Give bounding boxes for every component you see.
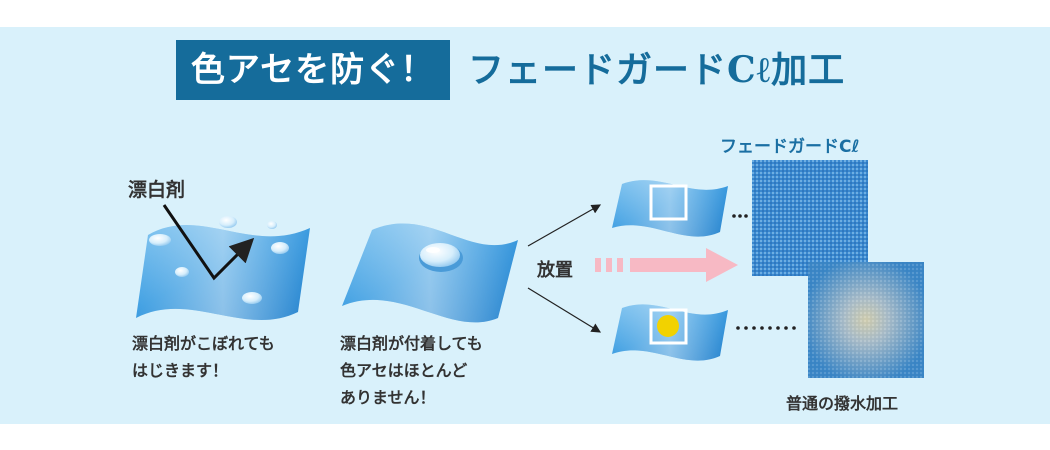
label-normal-water-repellent: 普通の撥水加工 bbox=[786, 394, 899, 413]
caption-mid-line3: ありません！ bbox=[340, 388, 436, 407]
label-leave: 放置 bbox=[537, 260, 573, 281]
cloth-fadeguard-small bbox=[612, 180, 728, 237]
branch-arrow-down bbox=[527, 287, 602, 333]
caption-mid-line1: 漂白剤が付着しても bbox=[340, 334, 483, 353]
label-fadeguard: フェードガードCℓ bbox=[720, 137, 860, 157]
caption-left-line2: はじきます！ bbox=[132, 361, 229, 380]
label-bleach: 漂白剤 bbox=[128, 179, 186, 201]
leader-dots-bottom bbox=[736, 326, 796, 330]
cloth-normal-small bbox=[612, 304, 728, 361]
title-badge: 色アセを防ぐ！ bbox=[176, 40, 450, 100]
leader-dots-top bbox=[732, 214, 748, 218]
caption-mid-line2: 色アセはほとんど bbox=[340, 361, 468, 380]
stain-dot bbox=[657, 315, 679, 337]
title-heading: フェードガードCℓ加工 bbox=[468, 49, 846, 91]
swatch-fadeguard bbox=[752, 160, 868, 276]
swatch-normal bbox=[808, 262, 924, 378]
caption-left-line1: 漂白剤がこぼれても bbox=[132, 334, 275, 353]
cloth-middle bbox=[342, 223, 518, 323]
leave-arrow bbox=[595, 248, 738, 282]
branch-arrow-up bbox=[527, 204, 602, 247]
cloth-left bbox=[136, 204, 310, 321]
